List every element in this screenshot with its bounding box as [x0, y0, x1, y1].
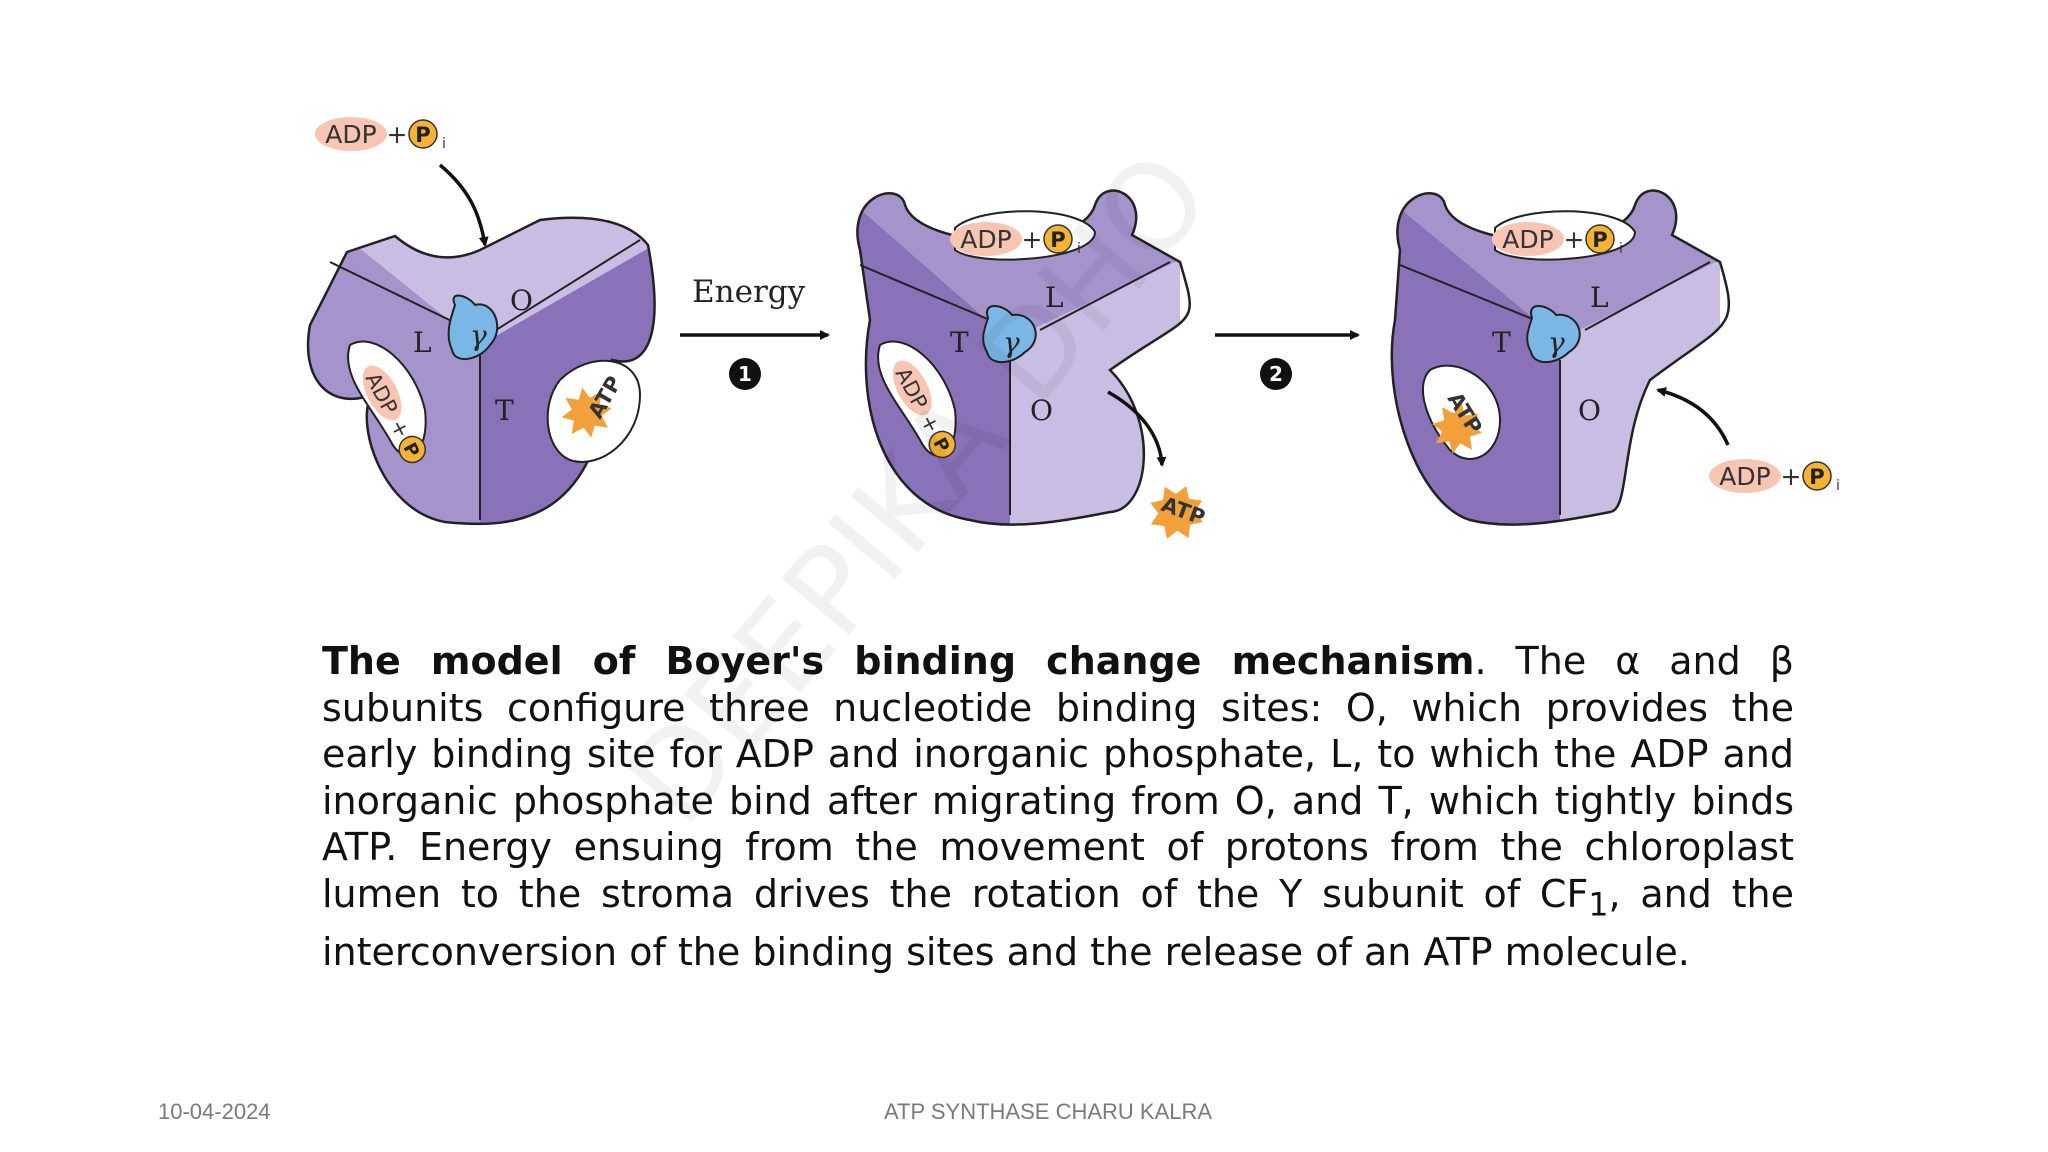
plus-sign: +	[387, 120, 408, 149]
pi-i-label: i	[1077, 241, 1081, 257]
enzyme-state-1	[306, 216, 656, 526]
step-1-badge	[729, 358, 761, 390]
site-o-label: O	[1030, 394, 1053, 427]
step-2-number: 2	[1269, 362, 1283, 386]
adp-label: ADP	[1719, 462, 1770, 491]
pi-i-label: i	[1836, 478, 1840, 494]
adp-pi-group: ADP + P i	[1492, 222, 1623, 257]
pi-i-label: i	[1619, 241, 1623, 257]
gamma-label: γ	[470, 319, 487, 352]
incoming-arrow-1	[438, 163, 489, 247]
atp-star-icon	[1432, 403, 1483, 454]
site-l-label: L	[413, 326, 432, 359]
footer-title: ATP SYNTHASE CHARU KALRA	[884, 1099, 1213, 1124]
plus-sign: +	[1564, 225, 1585, 254]
gamma-subunit-icon	[447, 294, 499, 360]
gamma-subunit-icon	[982, 305, 1037, 364]
site-l-label: L	[1045, 281, 1064, 314]
pi-p-label: P	[415, 123, 430, 147]
plus-sign: +	[1022, 225, 1043, 254]
footer-date: 10-04-2024	[158, 1099, 271, 1124]
gamma-label: γ	[1003, 326, 1020, 359]
caption-text-part1: . The α and β subunits configure three n…	[322, 639, 1794, 916]
site-o-label: O	[510, 284, 533, 317]
site-t-label: T	[495, 394, 514, 427]
plus-sign: +	[1781, 462, 1802, 491]
pi-i-label: i	[442, 136, 446, 152]
caption-title: The model of Boyer's binding change mech…	[322, 639, 1475, 683]
energy-label: Energy	[692, 274, 806, 310]
atp-star-icon	[1150, 486, 1203, 539]
adp-pi-group: ADP + P i	[315, 117, 446, 152]
caption-text-part2: , and the interconversion of the binding…	[322, 871, 1794, 974]
step-1-number: 1	[738, 362, 752, 386]
figure-caption: The model of Boyer's binding change mech…	[322, 638, 1794, 975]
binding-change-diagram: 1 2 Energy O L T L T O L T O γ γ γ ADP +…	[306, 117, 1840, 539]
adp-label: ADP	[325, 120, 376, 149]
atp-star-icon	[561, 387, 612, 438]
site-l-label: L	[1590, 281, 1609, 314]
adp-label: ADP	[1502, 225, 1553, 254]
pi-p-label: P	[1809, 465, 1824, 489]
site-o-label: O	[1578, 394, 1601, 427]
adp-label: ADP	[960, 225, 1011, 254]
pi-p-label: P	[1050, 228, 1065, 252]
atp-release-arrow	[1107, 390, 1167, 467]
gamma-subunit-icon	[1526, 305, 1581, 364]
incoming-arrow-3	[1656, 387, 1730, 446]
caption-subscript: 1	[1588, 887, 1609, 924]
pi-p-label: P	[1592, 228, 1607, 252]
adp-pi-group: ADP + P i	[950, 222, 1081, 257]
gamma-label: γ	[1548, 326, 1565, 359]
site-t-label: T	[1492, 326, 1511, 359]
site-t-label: T	[950, 326, 969, 359]
adp-pi-group: ADP + P i	[1709, 459, 1840, 494]
step-2-badge	[1260, 358, 1292, 390]
